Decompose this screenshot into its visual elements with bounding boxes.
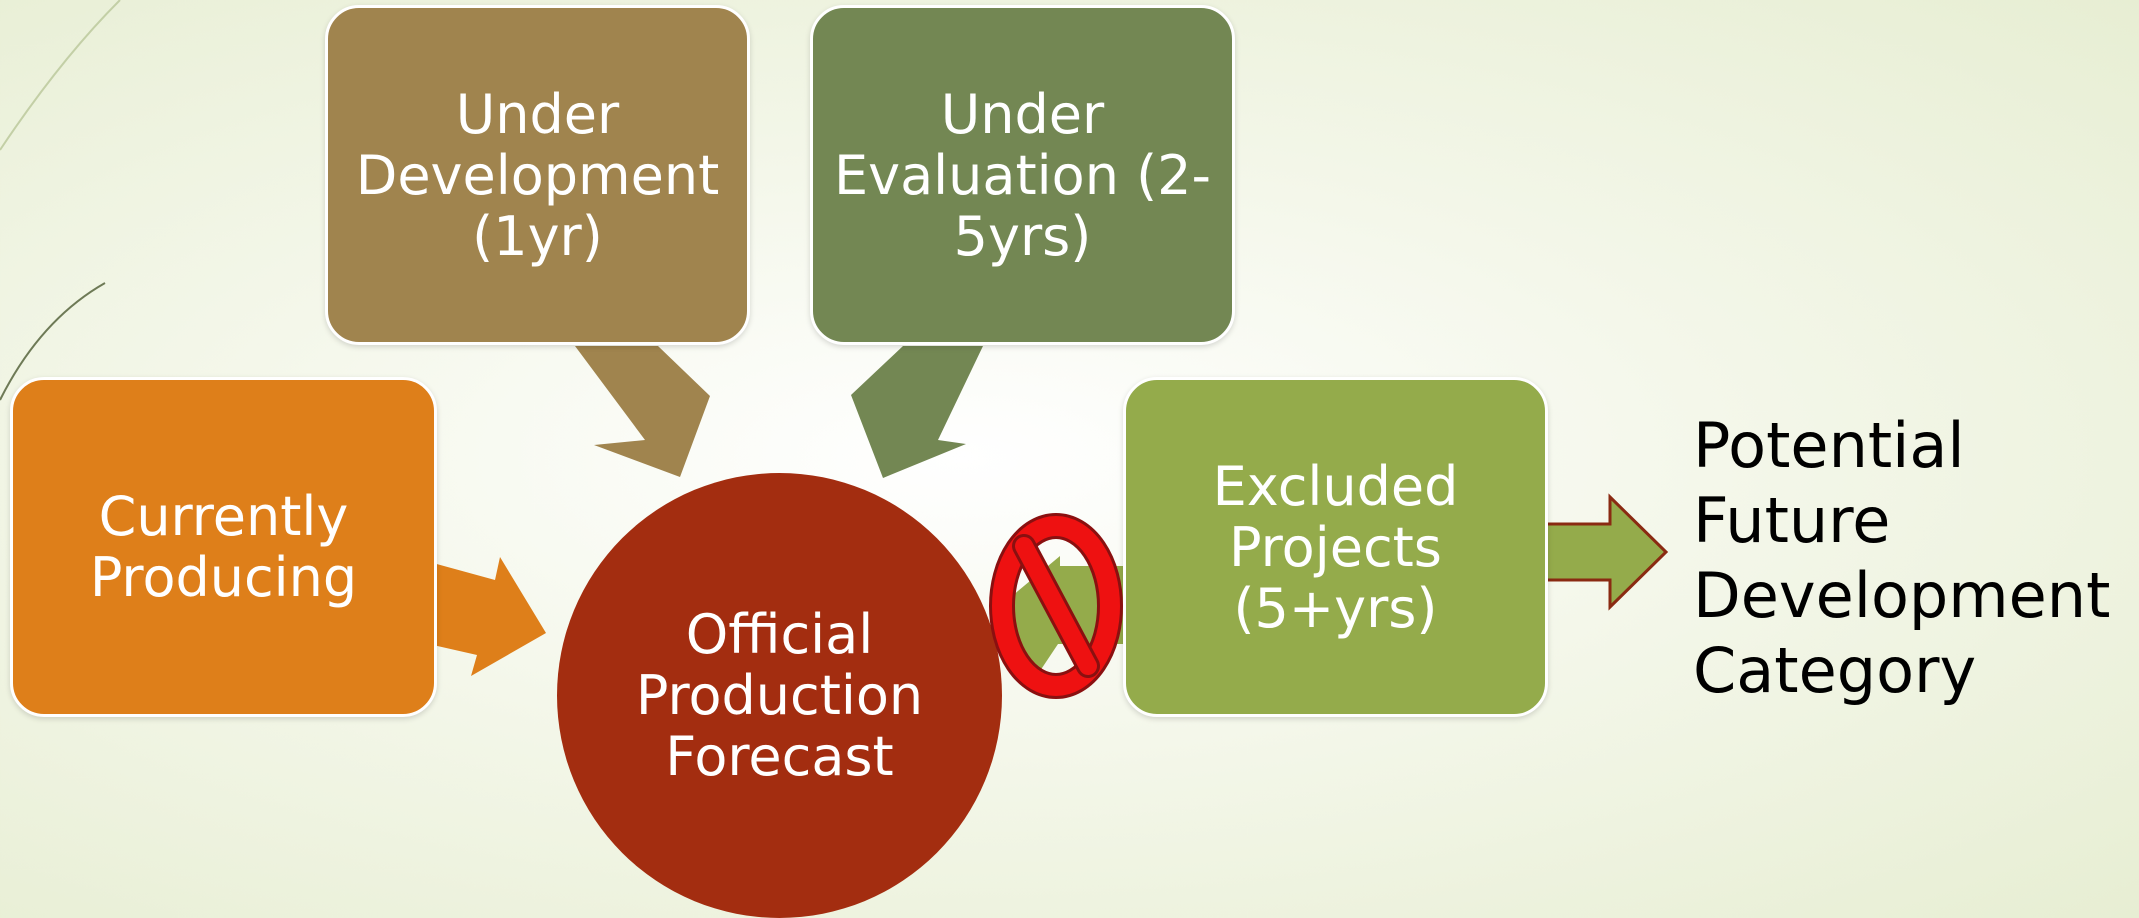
prohibited-icon [989,513,1123,699]
decorative-swoosh-bottom [0,282,106,401]
arrow-potential-future [1534,493,1669,611]
currently-producing-label: Currently Producing [89,485,358,609]
under-evaluation-label: Under Evaluation (2- 5yrs) [834,82,1211,268]
arrow-currently-producing [433,557,546,676]
under-development-box: Under Development (1yr) [325,5,750,345]
decorative-swoosh-top [0,0,121,151]
arrow-under-development [575,346,710,477]
official-forecast-circle: Official Production Forecast [557,473,1002,918]
official-forecast-label: Official Production Forecast [635,603,924,788]
under-development-label: Under Development (1yr) [355,82,720,268]
excluded-projects-label: Excluded Projects (5+yrs) [1212,454,1459,640]
currently-producing-box: Currently Producing [10,377,437,717]
arrow-under-evaluation [851,346,983,478]
potential-future-label: Potential Future Development Category [1693,409,2111,707]
under-evaluation-box: Under Evaluation (2- 5yrs) [810,5,1235,345]
excluded-projects-box: Excluded Projects (5+yrs) [1123,377,1548,717]
